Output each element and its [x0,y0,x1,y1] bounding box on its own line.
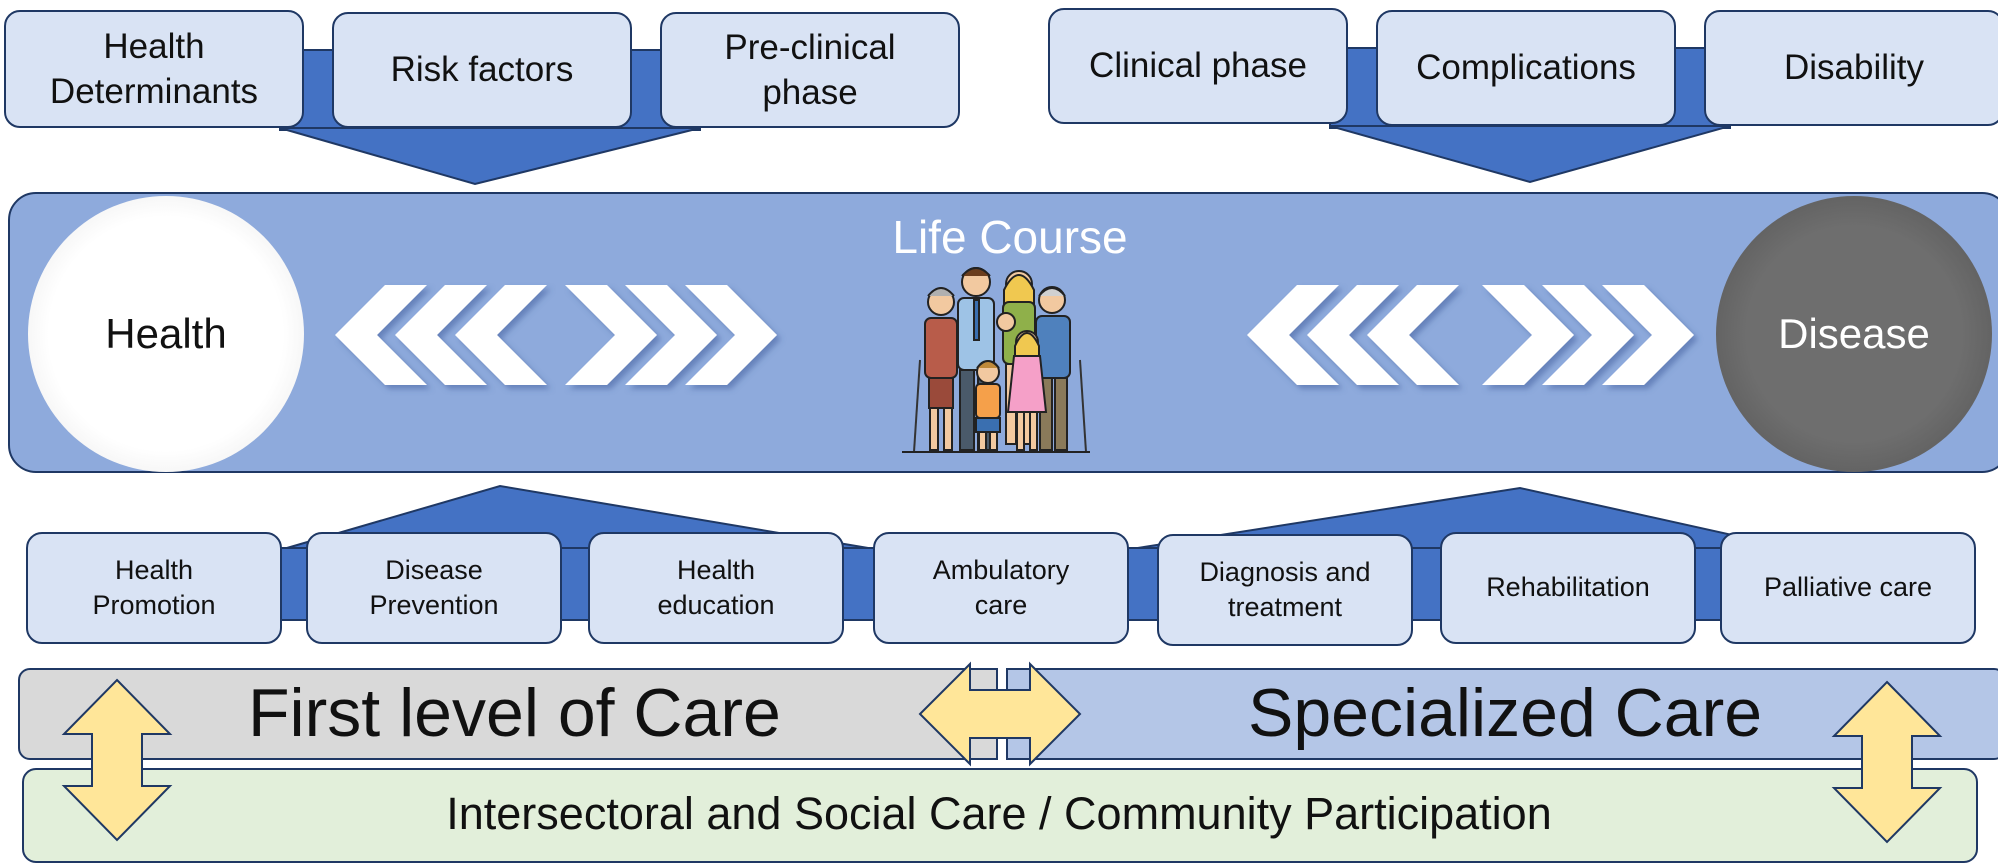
chevron-right-icon [565,285,657,385]
disease-prevention-box: Disease Prevention [306,532,562,644]
rehabilitation-box: Rehabilitation [1440,532,1696,644]
chevron-right-icon [625,285,717,385]
chevron-left-icon [1307,285,1399,385]
life-course-title: Life Course [892,211,1128,263]
palliative-care-box: Palliative care [1720,532,1976,644]
chevron-left-icon [395,285,487,385]
double-arrow-vertical-left-icon [61,678,173,842]
first-level-band [18,668,998,760]
chevron-right-icon [1602,285,1694,385]
health-promotion-box: Health Promotion [26,532,282,644]
double-arrow-horizontal-icon [918,661,1082,767]
ambulatory-care-box: Ambulatory care [873,532,1129,644]
intersectoral-band [22,768,1978,863]
complications-box: Complications [1376,10,1676,126]
specialized-band [1006,668,1998,760]
intersectoral-label: Intersectoral and Social Care / Communit… [446,788,1552,839]
chevron-left-icon [1367,285,1459,385]
health-education-box: Health education [588,532,844,644]
top-right-down-triangle [1329,125,1731,184]
disease-label: Disease [1778,310,1930,357]
chevron-left-icon [1247,285,1339,385]
diagnosis-treatment-box: Diagnosis and treatment [1157,534,1413,646]
specialized-label: Specialized Care [1248,675,1763,751]
chevron-right-icon [1542,285,1634,385]
chevron-left-icon [455,285,547,385]
health-label: Health [105,310,227,357]
first-level-label: First level of Care [248,675,781,751]
chevron-right-icon [685,285,777,385]
clinical-phase-box: Clinical phase [1048,8,1348,124]
disease-circle: Disease [1716,196,1992,472]
risk-factors-box: Risk factors [332,12,632,128]
health-circle: Health [28,196,304,472]
disability-box: Disability [1704,10,1998,126]
pre-clinical-phase-box: Pre-clinical phase [660,12,960,128]
chevron-right-icon [1482,285,1574,385]
top-left-down-triangle [279,127,701,186]
health-determinants-box: Health Determinants [4,10,304,128]
chevron-left-icon [335,285,427,385]
family-icon [902,267,1090,453]
double-arrow-vertical-right-icon [1831,680,1943,844]
